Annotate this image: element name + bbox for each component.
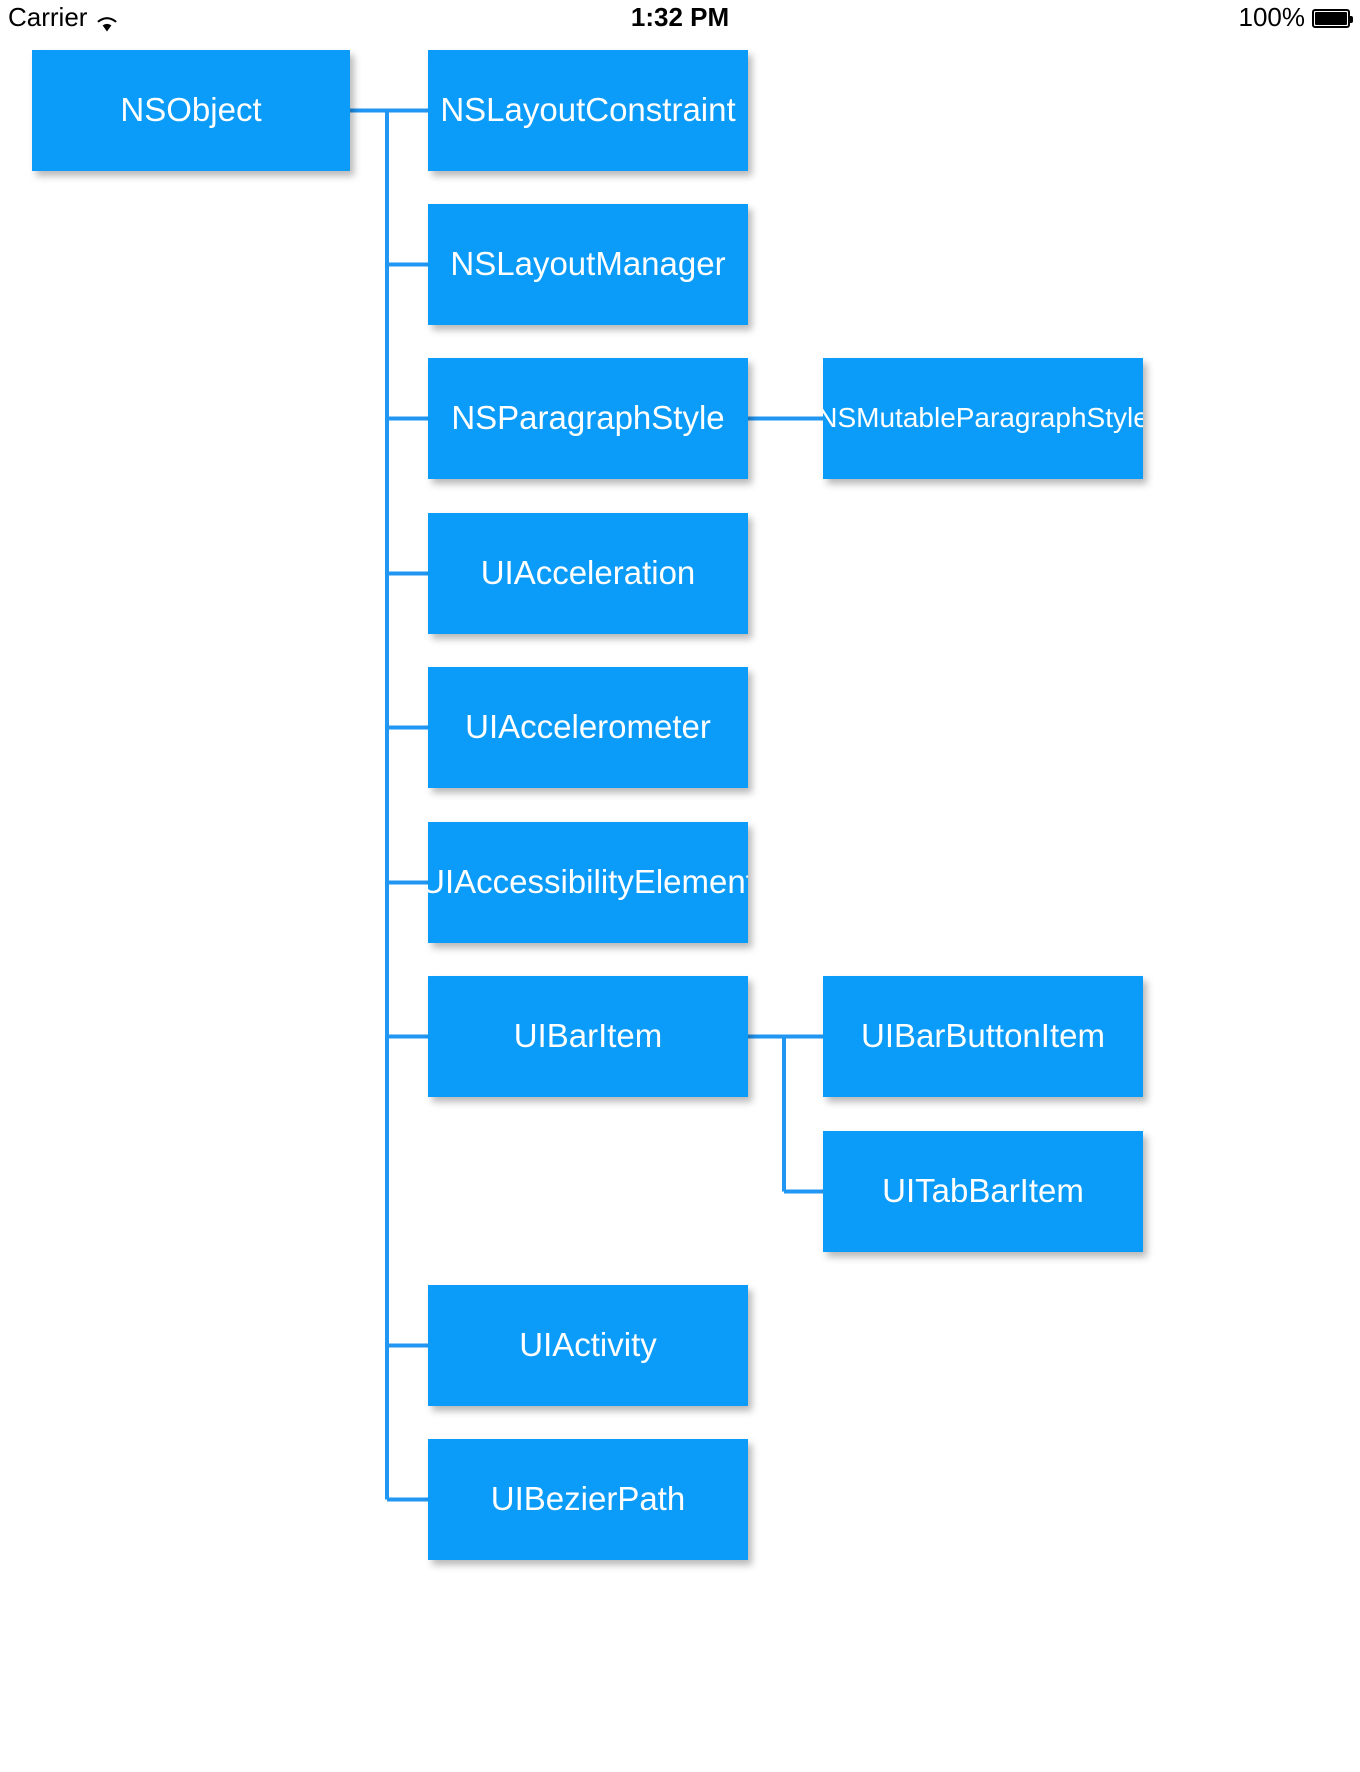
class-node-label: UIAcceleration — [480, 554, 696, 592]
class-node-label: NSLayoutManager — [450, 245, 726, 283]
class-node-label: UIBezierPath — [490, 1480, 686, 1518]
class-node-label: UIAccelerometer — [465, 708, 711, 746]
carrier-label: Carrier — [8, 2, 88, 32]
class-node-nslayoutmanager[interactable]: NSLayoutManager — [428, 204, 748, 325]
wifi-icon — [95, 10, 119, 31]
class-node-nslayoutconstraint[interactable]: NSLayoutConstraint — [428, 50, 748, 171]
status-bar-right: 100% — [1238, 2, 1353, 33]
battery-full-icon — [1312, 9, 1353, 28]
class-node-label: UIAccessibilityElement — [428, 863, 748, 901]
status-bar-left: Carrier — [8, 2, 119, 33]
battery-percent-label: 100% — [1238, 2, 1306, 32]
class-node-label: NSParagraphStyle — [451, 399, 725, 437]
class-node-uiaccessibilityelement[interactable]: UIAccessibilityElement — [428, 822, 748, 943]
class-node-label: NSLayoutConstraint — [440, 91, 736, 129]
battery-fill — [1315, 12, 1347, 25]
class-node-nsmutableparagraphstyle[interactable]: NSMutableParagraphStyle — [823, 358, 1143, 479]
class-node-label: UITabBarItem — [882, 1172, 1084, 1210]
class-node-label: UIBarButtonItem — [861, 1017, 1105, 1055]
class-node-label: UIBarItem — [513, 1017, 663, 1055]
class-node-uiactivity[interactable]: UIActivity — [428, 1285, 748, 1406]
status-bar: Carrier 1:32 PM 100% — [0, 0, 1360, 40]
class-node-uibaritem[interactable]: UIBarItem — [428, 976, 748, 1097]
class-node-uiacceleration[interactable]: UIAcceleration — [428, 513, 748, 634]
class-node-label: UIActivity — [519, 1326, 657, 1364]
class-node-nsparagraphstyle[interactable]: NSParagraphStyle — [428, 358, 748, 479]
class-node-uibezierpath[interactable]: UIBezierPath — [428, 1439, 748, 1560]
class-node-uitabbaritem[interactable]: UITabBarItem — [823, 1131, 1143, 1252]
class-node-label: NSMutableParagraphStyle — [823, 402, 1143, 434]
status-bar-clock: 1:32 PM — [630, 2, 730, 32]
class-node-label: NSObject — [120, 91, 262, 129]
class-node-nsobject[interactable]: NSObject — [32, 50, 350, 171]
class-node-uibarbuttonitem[interactable]: UIBarButtonItem — [823, 976, 1143, 1097]
class-node-uiaccelerometer[interactable]: UIAccelerometer — [428, 667, 748, 788]
